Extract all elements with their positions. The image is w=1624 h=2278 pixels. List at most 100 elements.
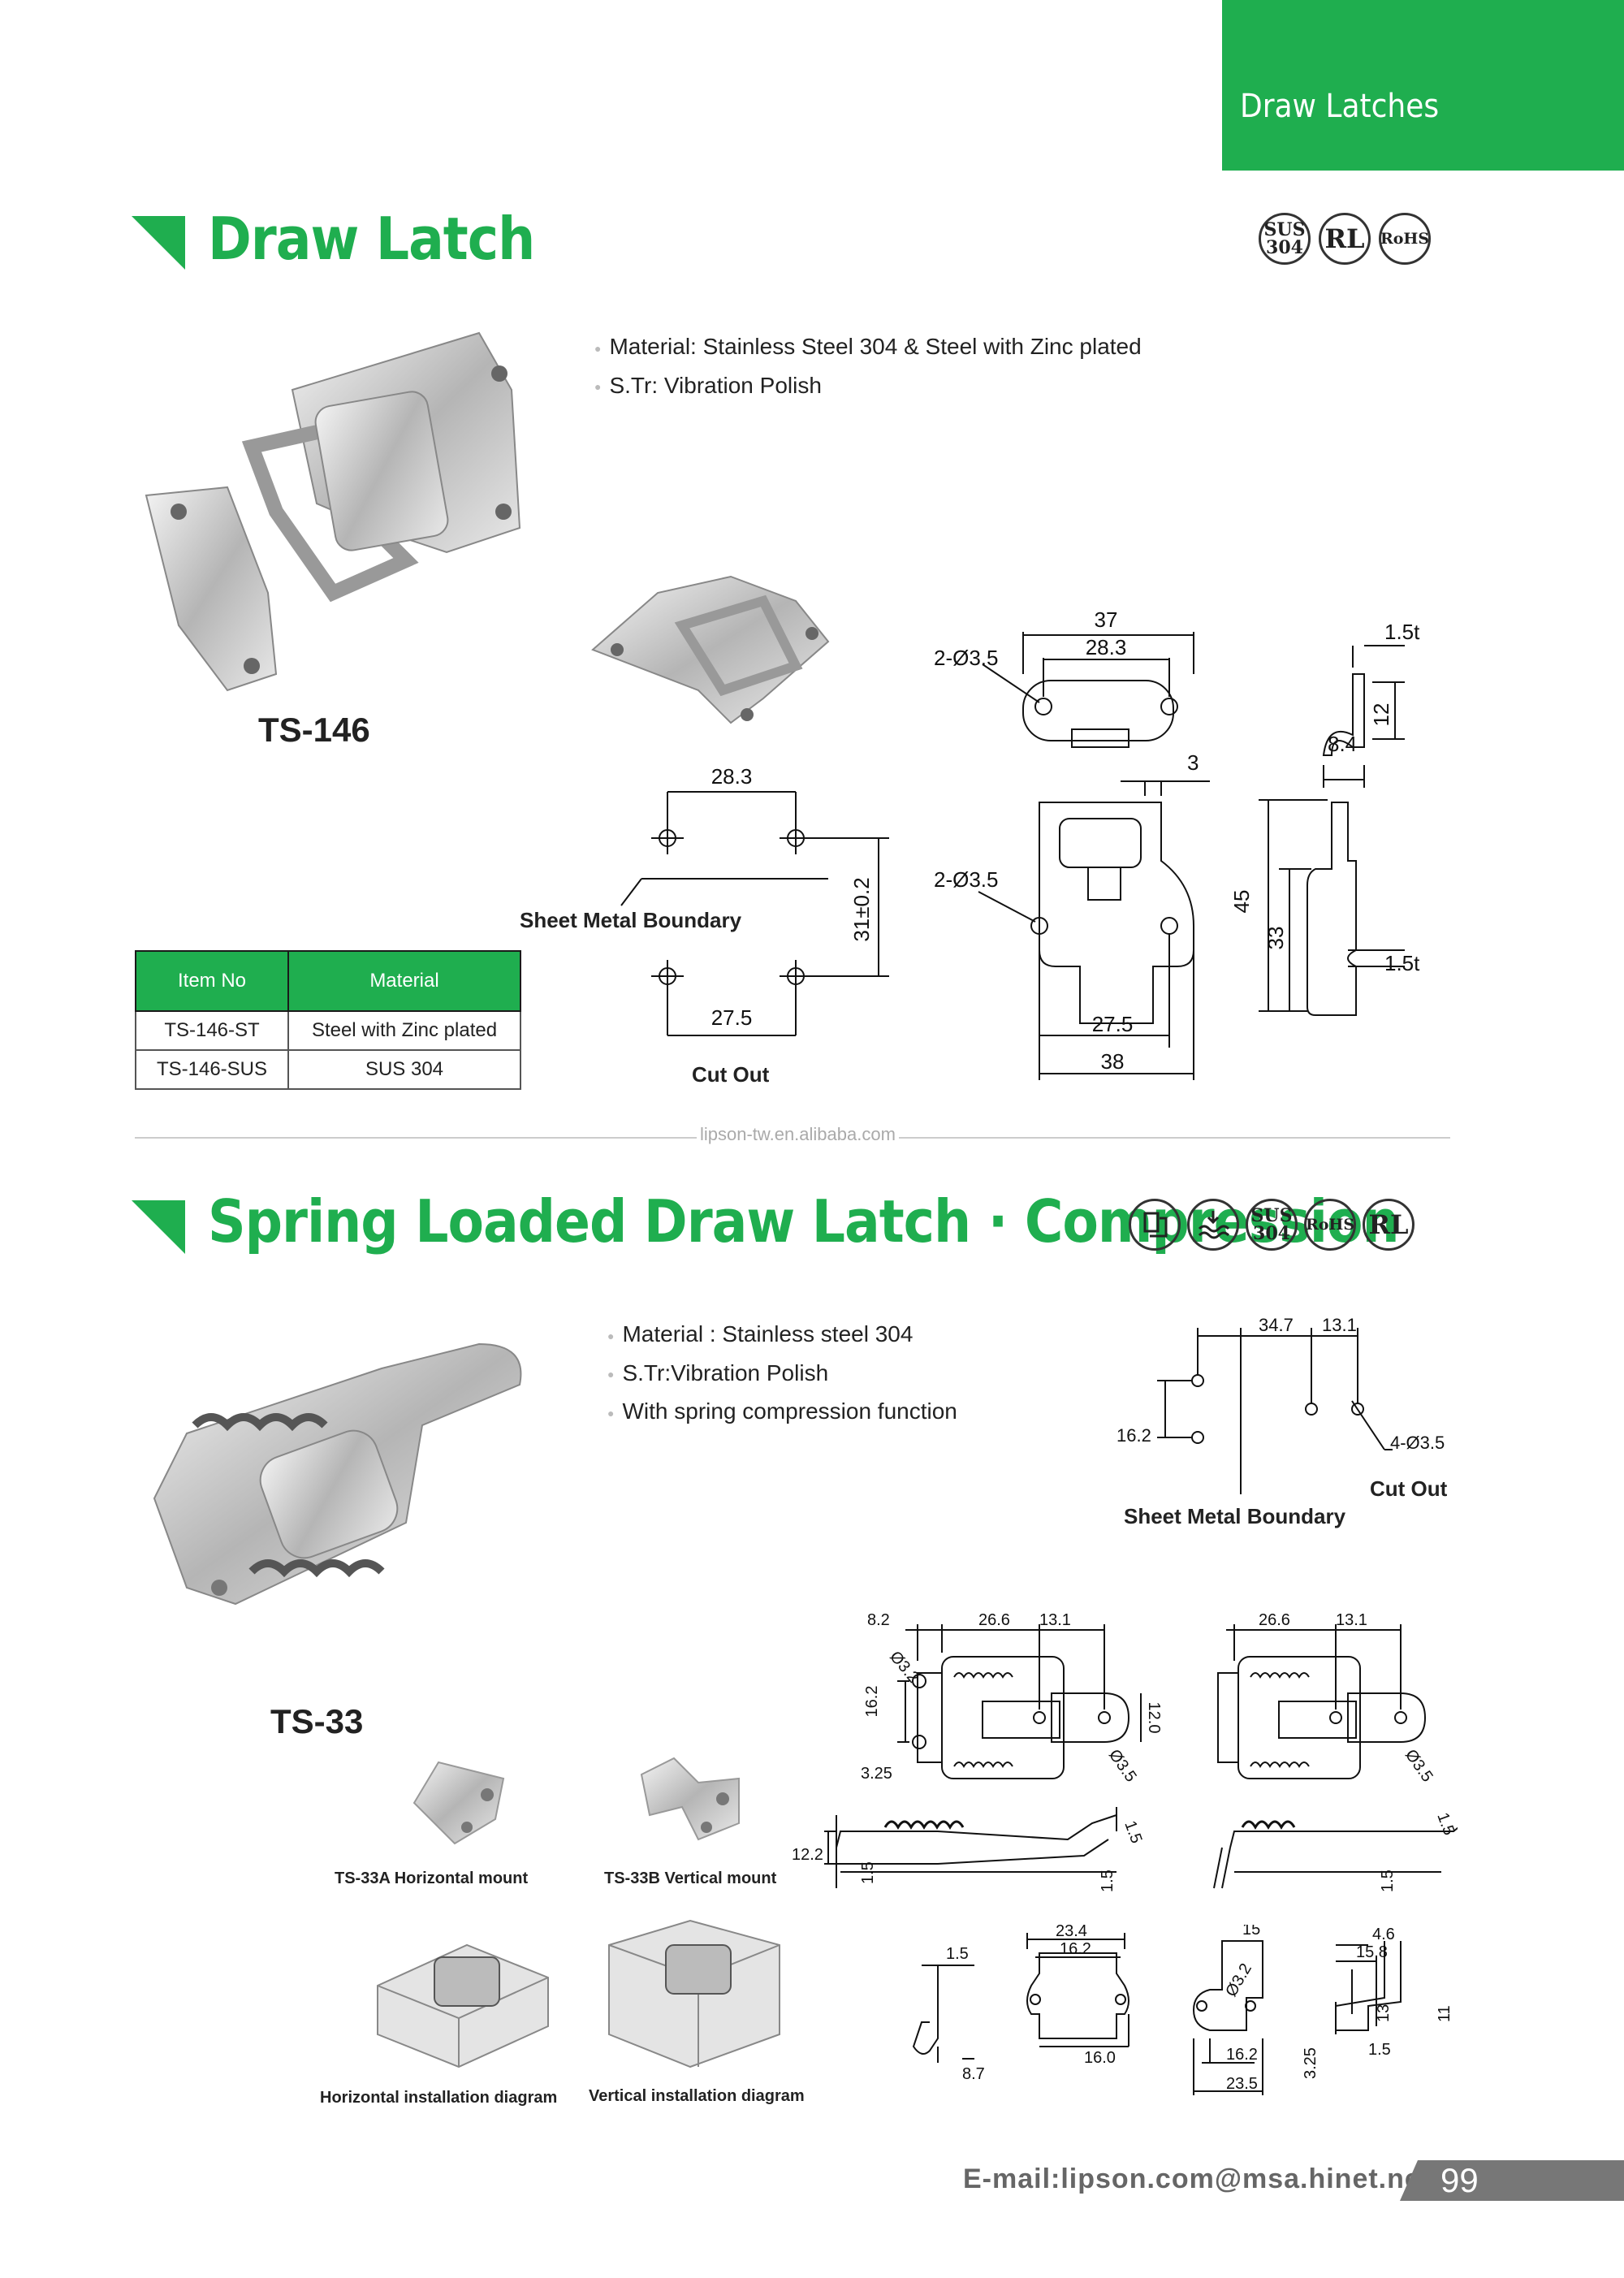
dim-label: 28.3 bbox=[1086, 635, 1127, 659]
sus304-badge: SUS 304 bbox=[1246, 1199, 1298, 1251]
ts33b-label: TS-33B Vertical mount bbox=[604, 1870, 777, 1887]
section1-model: TS-146 bbox=[258, 711, 370, 749]
table-row: TS-146-ST Steel with Zinc plated bbox=[135, 1010, 521, 1051]
dim-label: 8.7 bbox=[962, 2065, 985, 2083]
sheet-metal-boundary-label: Sheet Metal Boundary bbox=[1124, 1504, 1346, 1528]
dim-label: 3 bbox=[1187, 750, 1199, 775]
dim-label: 1.5 bbox=[1379, 1870, 1397, 1892]
dim-label: 13.1 bbox=[1336, 1612, 1367, 1629]
dim-label: 1.5 bbox=[1121, 1818, 1145, 1846]
rohs-badge: RoHS bbox=[1379, 213, 1431, 265]
dim-label: 16.2 bbox=[863, 1686, 881, 1718]
handling-icon bbox=[1129, 1199, 1181, 1251]
dim-label: 1.5t bbox=[1384, 951, 1420, 975]
dim-label: 12.2 bbox=[792, 1846, 823, 1864]
dim-label: 28.3 bbox=[711, 764, 753, 789]
ts146-technical-drawing: 28.3 27.5 31±0.2 37 28.3 2-Ø3.5 1.5t 12 … bbox=[620, 607, 1420, 1080]
page-number: 99 bbox=[1418, 2160, 1624, 2201]
bullet-item: Material: Stainless Steel 304 & Steel wi… bbox=[594, 328, 1141, 367]
ts146-product-image bbox=[145, 331, 521, 692]
dim-label: 1.5 bbox=[1433, 1810, 1458, 1838]
dim-label: 13.1 bbox=[1039, 1612, 1071, 1629]
dim-label: 16.2 bbox=[1060, 1940, 1091, 1958]
dim-label: 13 bbox=[1375, 2004, 1393, 2022]
dim-label: 27.5 bbox=[711, 1005, 753, 1030]
ts33a-label: TS-33A Horizontal mount bbox=[335, 1870, 529, 1887]
dim-label: 38 bbox=[1101, 1049, 1125, 1074]
section1-spec-table: Item No Material TS-146-ST Steel with Zi… bbox=[135, 950, 521, 1090]
ts33a-image bbox=[412, 1761, 505, 1845]
section2-badges: SUS 304 RoHS RL bbox=[1129, 1199, 1415, 1251]
section1-title: Draw Latch bbox=[208, 205, 535, 273]
sus304-badge: SUS 304 bbox=[1259, 213, 1311, 265]
rl-badge: RL bbox=[1319, 213, 1371, 265]
dim-label: 13.1 bbox=[1322, 1315, 1357, 1335]
dim-label: 15 bbox=[1242, 1925, 1260, 1939]
dim-label: 2-Ø3.5 bbox=[934, 646, 999, 670]
section2-marker bbox=[132, 1200, 185, 1254]
section1-badges: SUS 304 RL RoHS bbox=[1259, 213, 1431, 265]
vertical-installation-image bbox=[608, 1919, 780, 2068]
dim-label: 4-Ø3.5 bbox=[1390, 1433, 1445, 1453]
dim-label: Ø3.5 bbox=[1105, 1746, 1140, 1785]
table-cell: TS-146-ST bbox=[135, 1010, 289, 1051]
bullet-item: S.Tr:Vibration Polish bbox=[607, 1355, 957, 1394]
dim-label: 12 bbox=[1369, 703, 1393, 727]
dim-label: 23.5 bbox=[1226, 2075, 1258, 2093]
header-tab: Draw Latches bbox=[1222, 0, 1624, 171]
dim-label: 27.5 bbox=[1092, 1012, 1134, 1036]
dim-label: 16.0 bbox=[1084, 2049, 1116, 2067]
bullet-item: Material : Stainless steel 304 bbox=[607, 1316, 957, 1355]
dim-label: 26.6 bbox=[1259, 1612, 1290, 1629]
bullet-item: S.Tr: Vibration Polish bbox=[594, 367, 1142, 406]
table-cell: TS-146-SUS bbox=[135, 1049, 289, 1090]
dim-label: 1.5 bbox=[859, 1861, 877, 1884]
dim-label: 1.5 bbox=[946, 1945, 969, 1963]
dim-label: 8.4 bbox=[1328, 732, 1357, 756]
dim-label: Ø3.5 bbox=[1402, 1746, 1436, 1785]
ts33-top-view-drawings: 8.2 26.6 13.1 Ø3.2 16.2 12.0 Ø3.5 3.25 2… bbox=[861, 1612, 1436, 1785]
section1-bullets: Material: Stainless Steel 304 & Steel wi… bbox=[594, 328, 1142, 406]
rohs-badge: RoHS bbox=[1304, 1199, 1356, 1251]
rl-badge: RL bbox=[1363, 1199, 1415, 1251]
ts33-product-image bbox=[153, 1342, 522, 1606]
ts146-product-image-2 bbox=[591, 575, 830, 724]
dim-label: 31±0.2 bbox=[849, 877, 874, 941]
dim-label: 4.6 bbox=[1372, 1926, 1395, 1943]
table-header: Item No bbox=[135, 950, 289, 1012]
dim-label: 16.2 bbox=[1116, 1425, 1151, 1446]
dim-label: 34.7 bbox=[1259, 1315, 1294, 1335]
table-cell: SUS 304 bbox=[287, 1049, 521, 1090]
ts33-part-drawings: 1.5 8.7 23.4 16.2 16.0 15 Ø3.2 16.2 23.5… bbox=[912, 1925, 1453, 2095]
horizontal-diagram-label: Horizontal installation diagram bbox=[320, 2089, 558, 2107]
dim-label: 15.8 bbox=[1356, 1943, 1388, 1961]
dim-label: 1.5t bbox=[1384, 620, 1420, 644]
section2-bullets: Material : Stainless steel 304 S.Tr:Vibr… bbox=[607, 1316, 957, 1432]
dim-label: 3.25 bbox=[1302, 2047, 1320, 2079]
dim-label: 1.5 bbox=[1368, 2041, 1391, 2059]
header-tab-label: Draw Latches bbox=[1240, 88, 1440, 125]
table-header: Material bbox=[287, 950, 521, 1012]
dim-label: 26.6 bbox=[978, 1612, 1010, 1629]
dim-label: 1.5 bbox=[1099, 1870, 1116, 1892]
dim-label: 3.25 bbox=[861, 1765, 892, 1783]
sheet-metal-boundary-label: Sheet Metal Boundary bbox=[520, 908, 742, 932]
water-resistant-icon bbox=[1187, 1199, 1239, 1251]
dim-label: 11 bbox=[1436, 2005, 1453, 2022]
section1-marker bbox=[132, 216, 185, 270]
table-row: TS-146-SUS SUS 304 bbox=[135, 1049, 521, 1090]
ts33-cutout-drawing: 34.7 13.1 16.2 4-Ø3.5 bbox=[1116, 1315, 1445, 1494]
divider-watermark: lipson-tw.en.alibaba.com bbox=[697, 1124, 899, 1145]
footer-page-box: 99 bbox=[1400, 2160, 1624, 2201]
horizontal-installation-image bbox=[377, 1943, 549, 2068]
table-cell: Steel with Zinc plated bbox=[287, 1010, 521, 1051]
ts33b-image bbox=[640, 1757, 740, 1841]
dim-label: 8.2 bbox=[867, 1612, 890, 1629]
dim-label: 12.0 bbox=[1145, 1702, 1163, 1734]
bullet-item: With spring compression function bbox=[607, 1393, 957, 1432]
vertical-diagram-label: Vertical installation diagram bbox=[589, 2087, 805, 2105]
dim-label: 37 bbox=[1095, 607, 1118, 632]
dim-label: Ø3.2 bbox=[1222, 1960, 1255, 2000]
cut-out-label: Cut Out bbox=[692, 1062, 770, 1087]
ts33-side-view-drawings: 12.2 1.5 1.5 1.5 1.5 1.5 bbox=[792, 1807, 1458, 1892]
